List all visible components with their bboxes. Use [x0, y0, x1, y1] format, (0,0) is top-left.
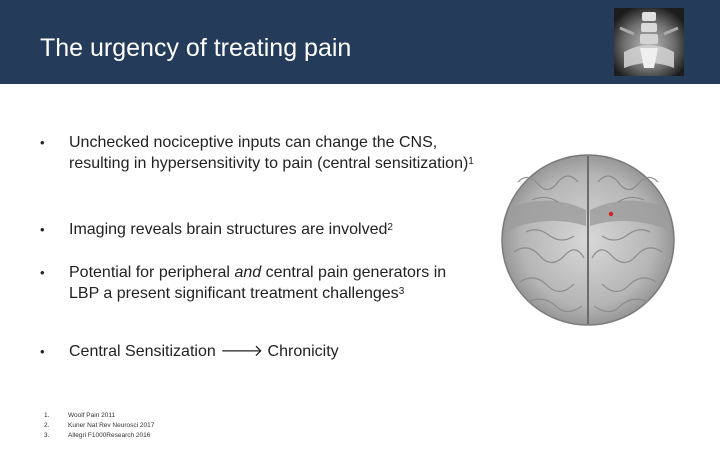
bullet-icon: • [40, 265, 45, 280]
citation-2: 2 [387, 222, 393, 233]
bullet-text: Unchecked nociceptive inputs can change … [69, 134, 469, 172]
bullet-central-sensitization: • Unchecked nociceptive inputs can chang… [40, 132, 480, 174]
bullet-icon: • [40, 222, 45, 237]
reference-text: Allegri F1000Research 2016 [68, 432, 151, 439]
reference-number: 2. [44, 422, 50, 429]
reference-item: 1. Woolf Pain 2011 [44, 411, 154, 421]
reference-text: Woolf Pain 2011 [68, 412, 116, 419]
bullet-imaging: • Imaging reveals brain structures are i… [40, 219, 393, 240]
bullet-text: Central Sensitization [69, 343, 221, 360]
arrow-right-icon: 🡒 [220, 343, 264, 360]
reference-number: 1. [44, 412, 50, 419]
citation-3: 3 [398, 286, 405, 297]
reference-item: 2. Kuner Nat Rev Neurosci 2017 [44, 421, 154, 431]
slide-header: The urgency of treating pain [0, 0, 720, 84]
reference-number: 3. [44, 432, 50, 439]
bullet-text: Potential for peripheral [69, 264, 235, 281]
references: 1. Woolf Pain 2011 2. Kuner Nat Rev Neuros… [44, 411, 154, 441]
bullet-pain-generators: • Potential for peripheral and central p… [40, 262, 480, 304]
bullet-text-cont: central pain generators in LBP a present… [69, 264, 447, 302]
bullet-icon: • [40, 135, 45, 150]
bullet-text-cont: Chronicity [263, 343, 339, 360]
bullet-text: Imaging reveals brain structures are inv… [69, 221, 388, 238]
bullet-chronicity: • Central Sensitization 🡒 Chronicity [40, 341, 339, 362]
citation-1: 1 [468, 156, 474, 167]
spine-xray-image [614, 8, 684, 76]
reference-text: Kuner Nat Rev Neurosci 2017 [68, 422, 155, 429]
bullet-icon: • [40, 344, 45, 359]
bullet-emphasis: and [234, 264, 262, 281]
reference-item: 3. Allegri F1000Research 2016 [44, 431, 154, 441]
slide-title: The urgency of treating pain [40, 34, 352, 62]
brain-illustration [498, 152, 678, 328]
